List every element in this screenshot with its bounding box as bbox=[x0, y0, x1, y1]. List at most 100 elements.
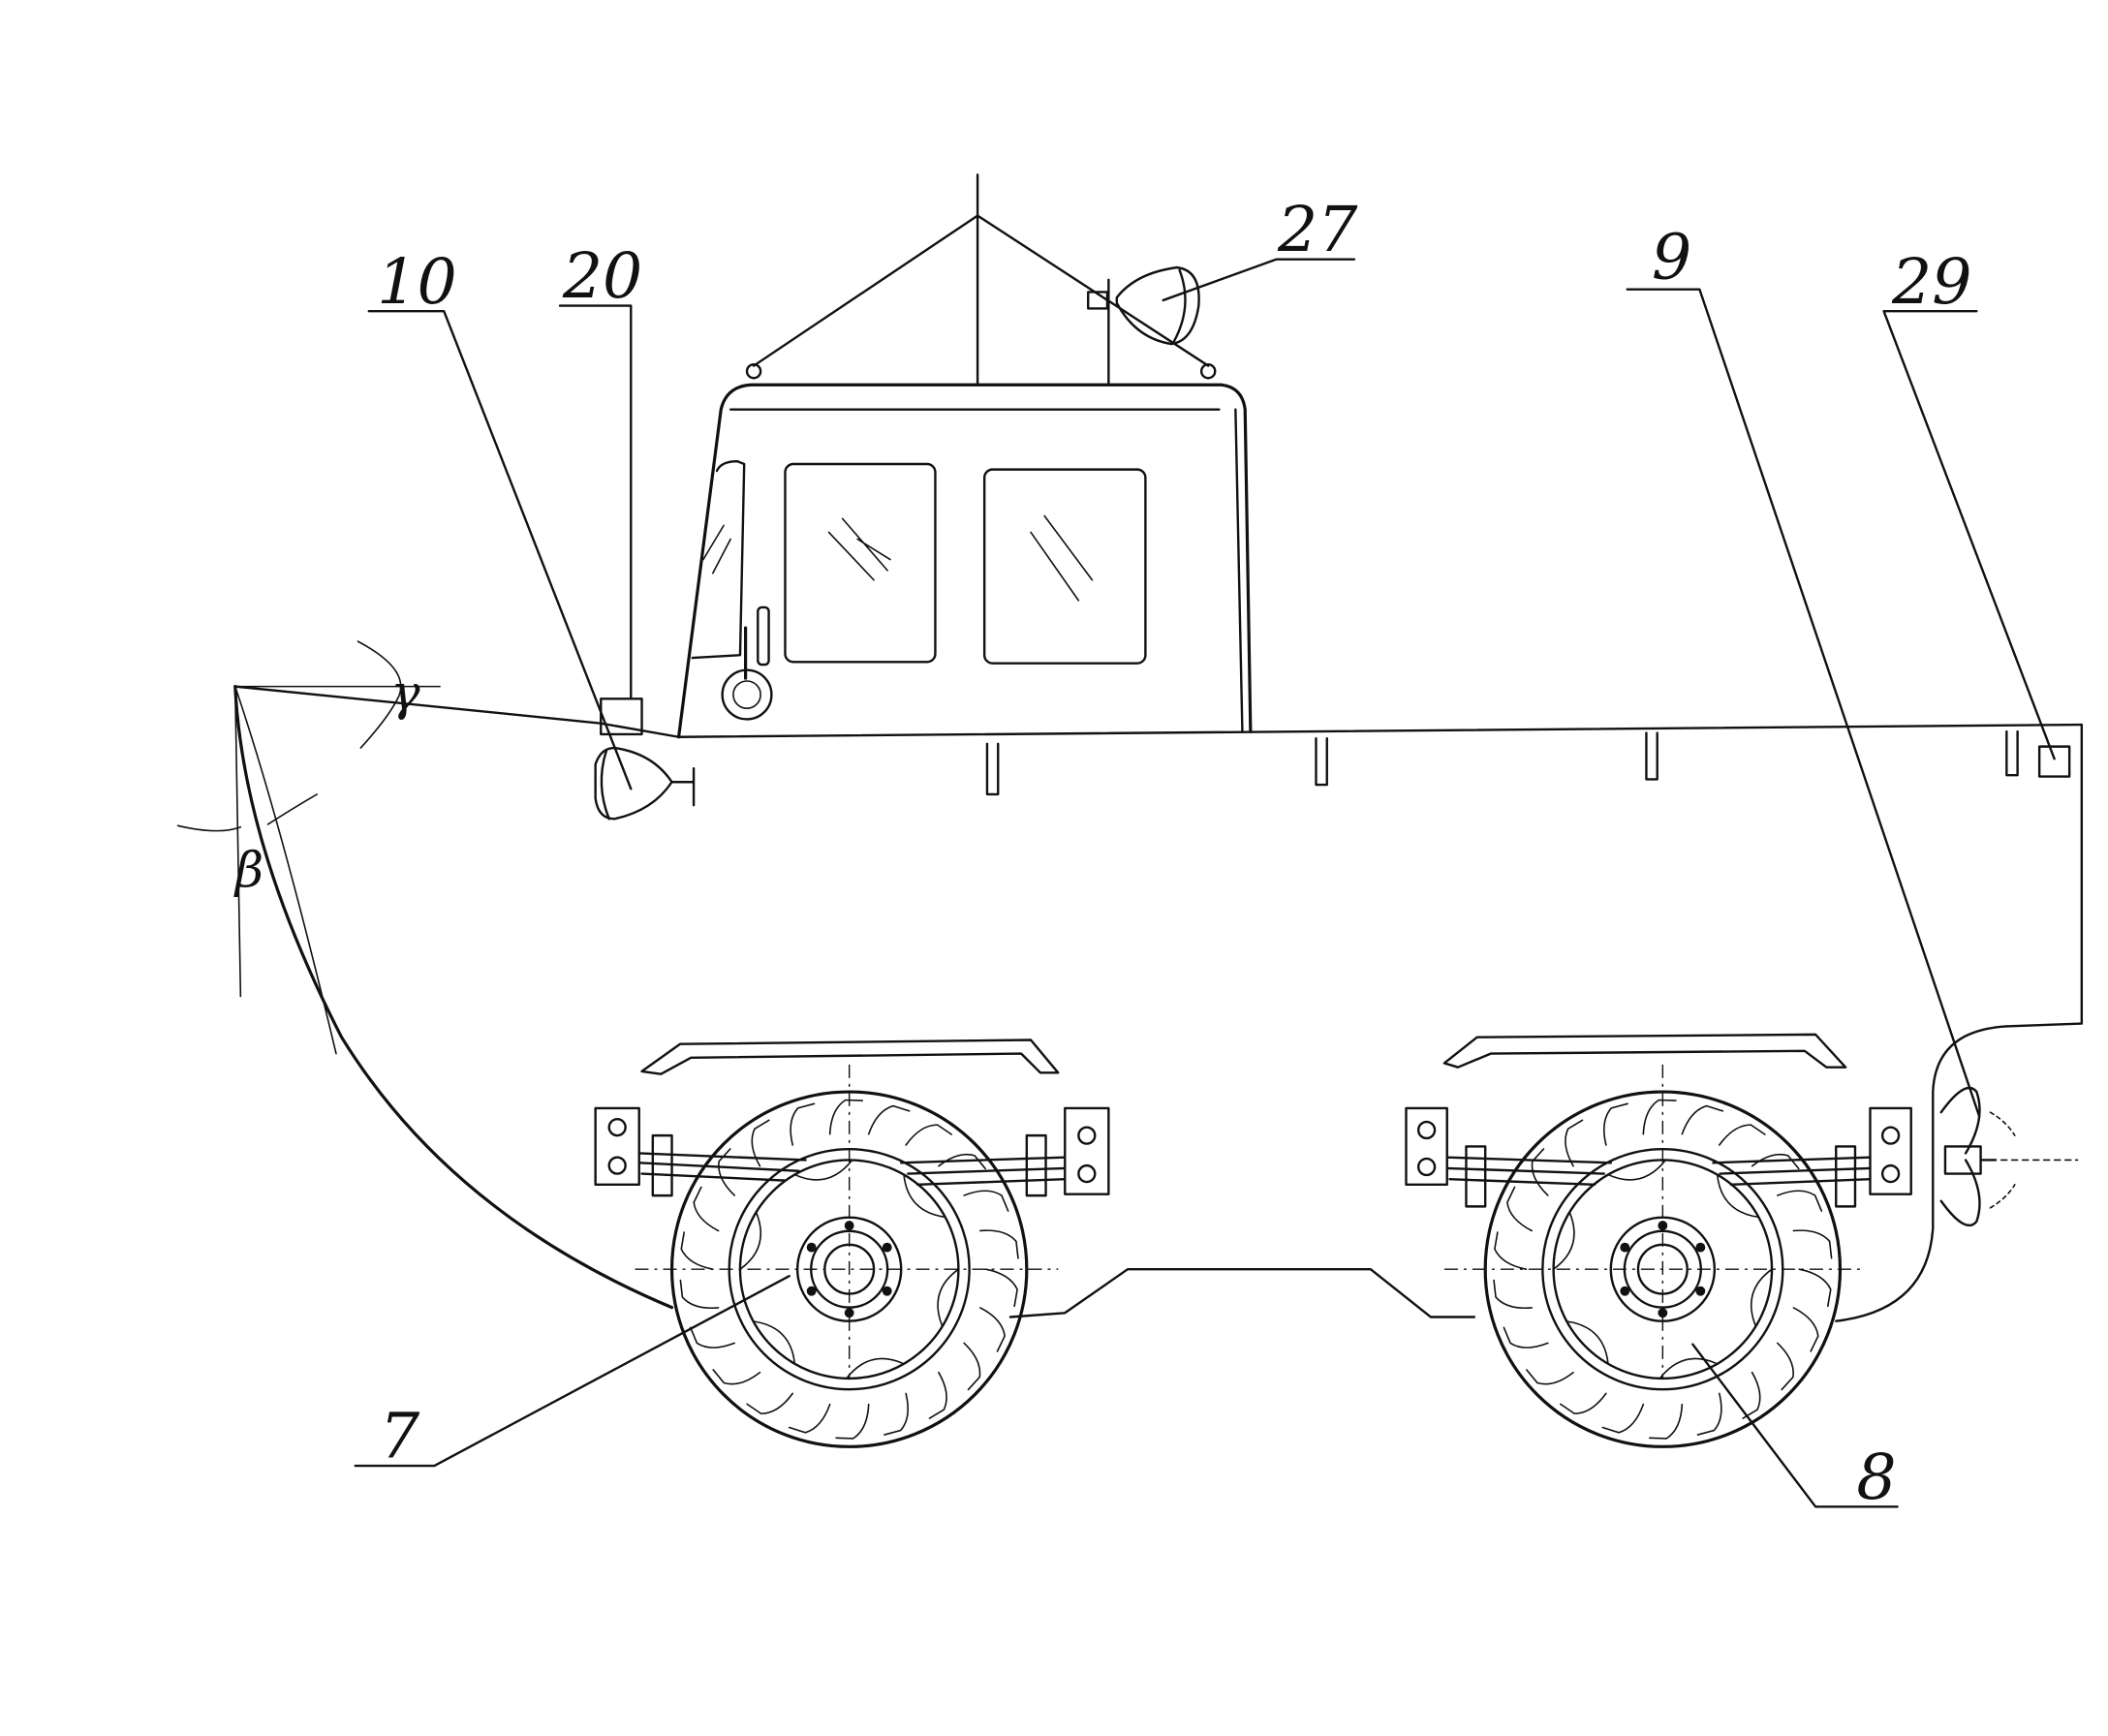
beta-arc-right bbox=[268, 794, 318, 824]
deck-tab bbox=[1316, 738, 1326, 785]
leaf-spring bbox=[901, 1158, 1065, 1185]
hub-bolt bbox=[1620, 1286, 1629, 1296]
rim-scallop bbox=[754, 1321, 795, 1364]
rim-scallop bbox=[1718, 1175, 1759, 1218]
fenders bbox=[642, 1035, 1846, 1074]
spring-hanger bbox=[1406, 1108, 1446, 1185]
tread-lug bbox=[1604, 1103, 1628, 1145]
hanger-bolt bbox=[609, 1119, 626, 1135]
hanger-bolt bbox=[1078, 1128, 1095, 1144]
antenna-stay-left bbox=[754, 216, 977, 366]
hub-bolt bbox=[807, 1286, 817, 1296]
hub-bolt bbox=[1620, 1243, 1629, 1253]
hanger-bolt bbox=[1418, 1159, 1435, 1175]
tread-lug bbox=[747, 1393, 792, 1413]
hub-bolt bbox=[807, 1243, 817, 1253]
label-7: 7 bbox=[380, 1401, 420, 1473]
tread-lug bbox=[869, 1106, 910, 1134]
tread-lug bbox=[906, 1125, 951, 1145]
bow-curve bbox=[235, 687, 672, 1308]
tread-lug bbox=[1643, 1100, 1676, 1133]
headlight-mount bbox=[672, 768, 695, 805]
searchlight-lens bbox=[1174, 270, 1186, 341]
tread-lug bbox=[790, 1103, 814, 1145]
tread-lug bbox=[691, 1327, 735, 1348]
spring-clamp bbox=[1027, 1135, 1046, 1195]
tread-lug bbox=[836, 1405, 869, 1439]
tread-lug bbox=[964, 1343, 979, 1389]
beta-symbol: β bbox=[233, 842, 264, 899]
hub-bolt bbox=[883, 1286, 892, 1296]
tread-lug bbox=[790, 1405, 830, 1433]
tread-lug bbox=[694, 1188, 718, 1231]
tread-lug bbox=[1698, 1393, 1721, 1435]
leader-20 bbox=[560, 306, 631, 699]
spring-clamp bbox=[1466, 1146, 1485, 1206]
deck-line bbox=[235, 687, 2082, 737]
hub-bolt bbox=[1695, 1286, 1705, 1296]
tread-lug bbox=[830, 1100, 863, 1133]
tread-lug bbox=[1566, 1120, 1583, 1165]
tread-lug bbox=[1650, 1405, 1683, 1439]
deck-tab bbox=[987, 744, 998, 794]
propeller-hub bbox=[1945, 1146, 1981, 1173]
leader-29 bbox=[1884, 311, 2055, 759]
tread-lug bbox=[1743, 1373, 1760, 1418]
tread-lug bbox=[713, 1370, 760, 1384]
tread-lug bbox=[1720, 1125, 1765, 1145]
tread-lug bbox=[1504, 1327, 1548, 1348]
tread-lug bbox=[884, 1393, 908, 1435]
front-wheel bbox=[635, 1065, 1058, 1446]
tread-lug bbox=[1778, 1191, 1822, 1211]
deck-tab bbox=[2006, 731, 2017, 775]
beta-arc-left bbox=[178, 825, 241, 830]
label-29: 29 bbox=[1891, 246, 1971, 319]
reference-labels: 10 20 27 9 29 7 8 bbox=[377, 194, 1971, 1514]
tread-lug bbox=[681, 1232, 713, 1269]
cab-window-front bbox=[785, 464, 935, 662]
propeller-icon bbox=[1941, 1088, 2078, 1225]
tread-lug bbox=[1793, 1308, 1817, 1351]
label-10: 10 bbox=[377, 246, 456, 319]
rear-wheel bbox=[1444, 1065, 1864, 1446]
tread-lug bbox=[980, 1230, 1018, 1258]
headlight-body bbox=[596, 748, 672, 819]
leaf-spring bbox=[639, 1153, 806, 1180]
label-9: 9 bbox=[1652, 221, 1691, 294]
tread-lug bbox=[1495, 1232, 1527, 1269]
tread-lug bbox=[986, 1269, 1018, 1306]
leaf-spring bbox=[1447, 1158, 1611, 1185]
hanger-bolt bbox=[1418, 1122, 1435, 1138]
cab-outline bbox=[679, 385, 1251, 736]
life-ring-inner bbox=[733, 681, 760, 708]
tread-lug bbox=[1602, 1405, 1643, 1433]
gamma-symbol: γ bbox=[390, 665, 420, 722]
tread-lug bbox=[1507, 1188, 1532, 1231]
hanger-bolt bbox=[1078, 1165, 1095, 1182]
tread-lug bbox=[964, 1191, 1008, 1211]
prop-arc bbox=[1990, 1112, 2014, 1135]
spring-clamp bbox=[1836, 1146, 1855, 1206]
tread-lug bbox=[980, 1308, 1005, 1351]
tread-lug bbox=[1778, 1343, 1793, 1389]
leader-7 bbox=[356, 1276, 790, 1466]
rim-scallop bbox=[1566, 1321, 1608, 1364]
hull-bottom bbox=[1010, 1269, 1474, 1317]
tread-lug bbox=[1682, 1106, 1722, 1134]
suspension bbox=[596, 1108, 1911, 1206]
prop-arc bbox=[1990, 1185, 2014, 1208]
propeller-blade-bottom bbox=[1941, 1160, 1980, 1224]
hanger-bolt bbox=[1882, 1165, 1899, 1182]
glass-reflection bbox=[1031, 516, 1092, 601]
front-fender bbox=[642, 1040, 1059, 1074]
bow-angle-marks: β γ bbox=[178, 641, 440, 1053]
hull bbox=[235, 687, 2082, 1321]
deck-tab bbox=[1646, 733, 1657, 780]
tread-lug bbox=[930, 1373, 947, 1418]
glass-reflection bbox=[703, 525, 730, 573]
stern-lamp-box bbox=[2039, 747, 2069, 777]
headlight-icon bbox=[596, 698, 694, 819]
cab-window-rear bbox=[984, 470, 1145, 664]
tread-lug bbox=[1793, 1230, 1831, 1258]
